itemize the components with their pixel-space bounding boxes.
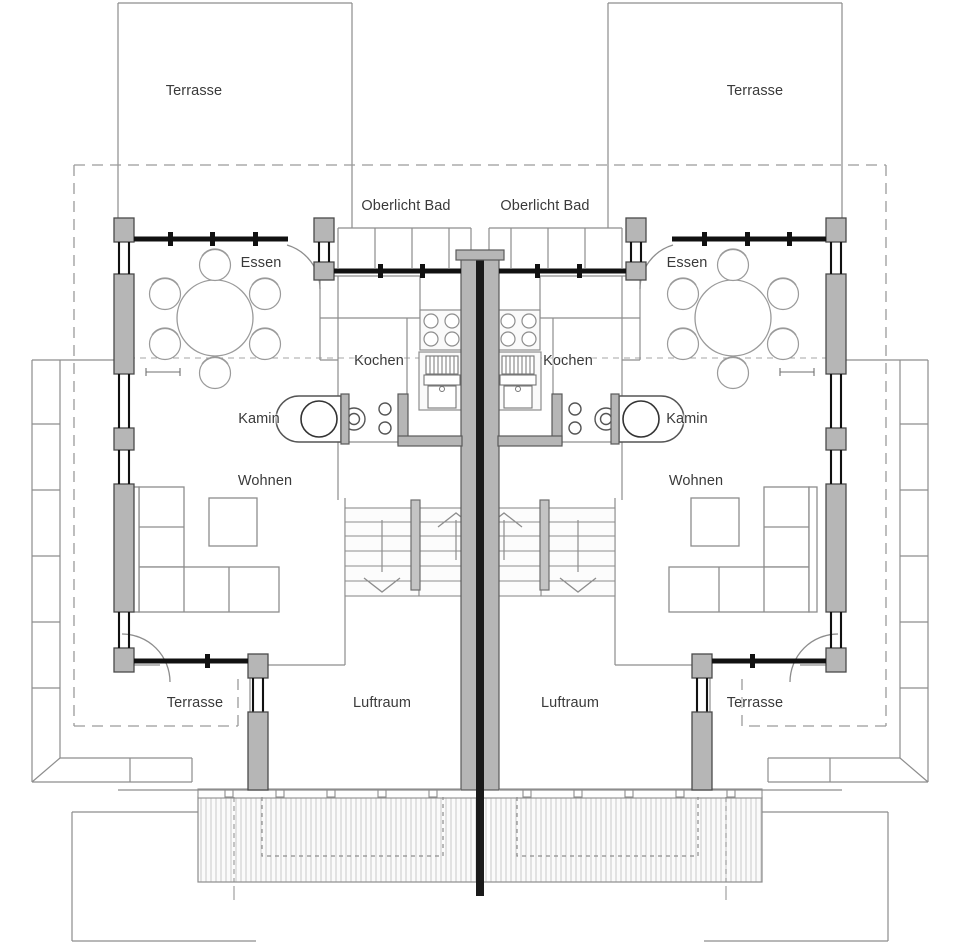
door-swings <box>121 244 839 683</box>
kitchen-units-left <box>418 309 466 411</box>
sofa-right <box>668 486 818 613</box>
dashed-boundary <box>73 164 887 727</box>
outer-outlines <box>31 2 929 942</box>
coffee-table-left <box>208 497 258 547</box>
wall-left-unit <box>113 217 463 791</box>
kitchen-units-right <box>494 309 542 411</box>
kamin-left <box>275 395 342 443</box>
staircase-left <box>344 499 494 597</box>
kamin-right <box>618 395 685 443</box>
party-wall <box>455 249 505 896</box>
sofa-left <box>130 486 280 613</box>
wall-right-unit <box>497 217 847 791</box>
dimension-markers <box>145 368 815 376</box>
coffee-table-right <box>690 497 740 547</box>
